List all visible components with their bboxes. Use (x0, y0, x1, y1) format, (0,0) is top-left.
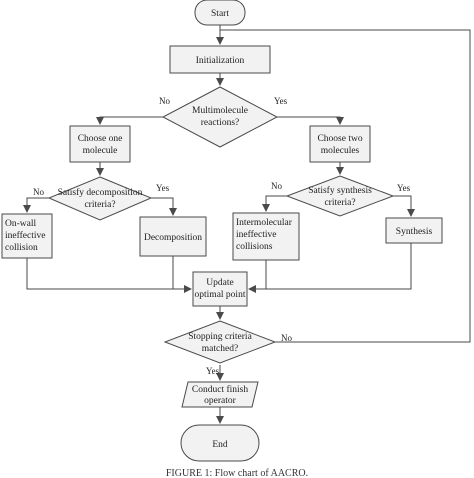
node-choose-two: Choose two molecules (309, 125, 371, 163)
onwall-label-line3: collision (5, 243, 38, 253)
edge-synth-yes (393, 195, 415, 217)
decision-stopping-criteria: Stopping criteria matched? (163, 320, 277, 364)
satisfy-synthesis-label-line2: criteria? (324, 198, 355, 208)
branch-decomposition-yes: Yes (156, 183, 170, 193)
satisfy-decomposition-label-line2: criteria? (84, 200, 115, 210)
branch-decomposition-no: No (33, 187, 44, 197)
stopping-label-line2: matched? (202, 344, 238, 354)
update-label-line1: Update (206, 278, 233, 288)
choose-two-label-line2: molecules (321, 146, 360, 156)
edge-decomp-no (23, 197, 49, 213)
branch-multimolecule-yes: Yes (274, 96, 288, 106)
branch-synthesis-no: No (271, 181, 282, 191)
edge-onwall-to-update (26, 258, 192, 293)
choose-two-label-line1: Choose two (317, 134, 362, 144)
onwall-label-line2: ineffective (5, 230, 45, 241)
start-label: Start (211, 9, 229, 19)
node-end: End (180, 424, 260, 462)
initialization-label: Initialization (196, 56, 245, 66)
node-decomposition: Decomposition (139, 216, 207, 257)
choose-one-label-line1: Choose one (78, 134, 123, 144)
edges (23, 25, 471, 424)
edge-decomp-yes (151, 197, 177, 216)
edge-stopping-no-loop (220, 29, 471, 343)
edge-multimolecule-no (96, 116, 163, 125)
figure-caption: FIGURE 1: Flow chart of AACRO. (166, 468, 308, 478)
decision-synthesis: Satisfy synthesis criteria? (285, 175, 395, 217)
branch-stopping-no: No (281, 333, 292, 343)
edge-synthesis-to-update (266, 243, 412, 290)
node-choose-one: Choose one molecule (69, 125, 131, 163)
update-label-line2: optimal point (195, 290, 246, 300)
satisfy-synthesis-label-line1: Satisfy synthesis (308, 185, 372, 196)
onwall-label-line1: On-wall (5, 219, 36, 229)
intermolecular-label-line3: collisions (236, 242, 273, 252)
edge-intermolecular-to-update (248, 260, 267, 293)
edge-synth-no (262, 195, 287, 212)
stopping-label-line1: Stopping criteria (188, 332, 252, 342)
node-initialization: Initialization (169, 45, 271, 74)
intermolecular-label-line1: Intermolecular (236, 218, 293, 228)
finish-label-line1: Conduct finish (192, 384, 248, 395)
node-update-optimal-point: Update optimal point (192, 271, 248, 307)
decomposition-label: Decomposition (144, 233, 202, 243)
end-label: End (212, 440, 228, 450)
node-start: Start (194, 0, 246, 26)
synthesis-label: Synthesis (396, 227, 433, 237)
branch-labels: No Yes No Yes No Yes No Yes (33, 96, 411, 376)
branch-synthesis-yes: Yes (397, 183, 411, 193)
edge-multimolecule-yes (277, 116, 344, 125)
node-synthesis: Synthesis (385, 217, 443, 244)
node-onwall-collision: On-wall ineffective collision (1, 213, 53, 259)
branch-multimolecule-no: No (159, 96, 170, 106)
choose-one-label-line2: molecule (83, 146, 118, 156)
multimolecule-label-line1: Multimolecule (192, 106, 248, 116)
satisfy-decomposition-label-line1: Satisfy decomposition (58, 187, 143, 198)
branch-stopping-yes: Yes (206, 366, 220, 376)
decision-multimolecule: Multimolecule reactions? (161, 86, 279, 148)
multimolecule-label-line2: reactions? (201, 118, 240, 128)
decision-decomposition: Satisfy decomposition criteria? (47, 176, 153, 221)
node-intermolecular-collisions: Intermolecular ineffective collisions (232, 212, 300, 261)
node-conduct-finish: Conduct finish operator (181, 381, 259, 408)
intermolecular-label-line2: ineffective (236, 229, 276, 240)
finish-label-line2: operator (204, 396, 236, 406)
